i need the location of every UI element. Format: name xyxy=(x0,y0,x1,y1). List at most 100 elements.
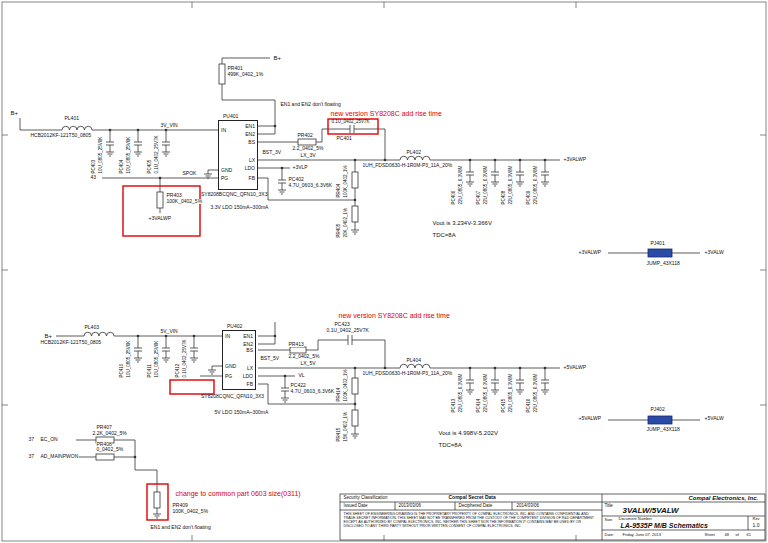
schematic-label: +3VALW xyxy=(704,250,724,255)
schematic-label: 20K_0402_1% xyxy=(344,207,349,238)
pin-name: EN2 xyxy=(243,342,253,347)
schematic-label: 3VALW/5VALW xyxy=(622,507,679,515)
schematic-label: 499K_0402_1% xyxy=(227,72,264,77)
schematic-label: THIS SHEET OF ENGINEERING DRAWING IS THE… xyxy=(343,512,599,528)
schematic-label: LA-9535P M/B Schematics xyxy=(620,522,708,529)
schematic-label: PL401 xyxy=(64,116,79,121)
schematic-label: 15K_0402_1% xyxy=(344,411,349,442)
schematic-label: PC423 xyxy=(334,322,350,327)
schematic-label: PR409 xyxy=(172,503,188,508)
schematic-label: +5VALWP xyxy=(563,365,586,370)
schematic-label: HCB2012KF-121T50_0805 xyxy=(30,133,92,138)
schematic-label: Issued Date xyxy=(343,504,368,509)
schematic-label: PC416 xyxy=(527,398,532,413)
pin-name: PG xyxy=(225,374,232,379)
schematic-label: PR403 xyxy=(166,193,182,198)
schematic-label: 43 xyxy=(90,175,97,180)
schematic-label: PC403 xyxy=(92,159,97,174)
part-designator: SY8208CQNC_QFN10_3X3 xyxy=(201,394,264,399)
schematic-label: 22U_0805_6.3V6M xyxy=(459,373,464,413)
pin-name: LX xyxy=(247,366,253,371)
schematic-label: 22U_0805_6.3V6M xyxy=(534,373,539,413)
schematic-label: PC402 xyxy=(288,177,304,182)
schematic-label: BST_3V xyxy=(262,150,282,155)
schematic-label: 2014/03/06 xyxy=(516,504,540,509)
schematic-label: B+ xyxy=(10,110,19,116)
schematic-label: PC409 xyxy=(527,190,532,205)
schematic-label: PC414 xyxy=(477,398,482,413)
pin-name: PG xyxy=(221,176,228,181)
schematic-label: PR414 xyxy=(337,387,342,402)
part-designator: PU401 xyxy=(223,114,238,119)
schematic-label: 3V_VIN xyxy=(160,123,178,128)
schematic-label: EC_ON xyxy=(40,437,58,442)
annotation-note: change to common part 0603 size(0311) xyxy=(175,490,301,497)
regulator-ic: PU401INGNDPGEN1EN2BSLXLDOFBSY8208BCQNC_Q… xyxy=(218,120,258,190)
schematic-label: 10U_0805_25V6K xyxy=(155,340,160,378)
schematic-label: PC401 xyxy=(336,136,352,141)
schematic-label: +3VALWP xyxy=(148,216,171,221)
schematic-label: PC422 xyxy=(290,383,306,388)
schematic-label: 1.0 xyxy=(752,523,760,528)
schematic-label: 100K_0402_1% xyxy=(344,165,349,198)
pin-name: LDO xyxy=(243,374,253,379)
schematic-label: Rev xyxy=(752,517,760,521)
schematic-label: 10U_0805_25V6K xyxy=(99,136,104,174)
schematic-label: PC406 xyxy=(452,190,457,205)
schematic-label: AD_MAINPWON xyxy=(40,454,79,459)
schematic-label: B+ xyxy=(273,55,282,61)
schematic-label: 2013/03/06 xyxy=(398,504,422,509)
schematic-label: PC404 xyxy=(120,159,125,174)
schematic-label: 10U_0805_25V6K xyxy=(127,136,132,174)
schematic-label: 4.7U_0603_6.3V6K xyxy=(288,183,333,188)
schematic-label: 22U_0805_6.3V6M xyxy=(534,165,539,205)
schematic-label: 0.1U_0402_25V7K xyxy=(331,120,370,125)
pin-name: EN1 xyxy=(245,124,255,129)
schematic-label: Date: xyxy=(604,533,615,537)
schematic-label: 2.2_0402_5% xyxy=(288,354,320,359)
schematic-label: +3VALWP xyxy=(578,250,601,255)
schematic-label: 5V LDO 150mA~300mA xyxy=(214,410,269,415)
schematic-label: PC412 xyxy=(176,363,181,378)
pin-name: BS xyxy=(248,140,255,145)
pin-name: BS xyxy=(246,348,253,353)
schematic-label: JUMP_43X118 xyxy=(646,427,680,432)
schematic-label: PC411 xyxy=(148,364,153,378)
schematic-label: Security Classification xyxy=(343,496,388,501)
schematic-label: Sheet xyxy=(704,533,715,537)
annotation-note: new version SY8208C add rise time xyxy=(338,312,450,319)
schematic-label: BST_5V xyxy=(260,356,280,361)
schematic-label: 0.1U_0402_25V7K xyxy=(183,339,188,378)
schematic-label: SPOK xyxy=(182,171,197,176)
schematic-label: +5VALWP xyxy=(578,416,601,421)
schematic-label: PC407 xyxy=(477,190,482,205)
schematic-label: +5VALW xyxy=(704,416,724,421)
schematic-label: PR415 xyxy=(337,427,342,442)
schematic-label: Vout is 3.234V-3.366V xyxy=(432,220,492,226)
annotation-note: new version SY8208C add rise time xyxy=(330,110,442,117)
bottom-regulator-wiring xyxy=(56,322,700,520)
schematic-label: PR402 xyxy=(297,133,313,138)
pin-name: FB xyxy=(249,176,255,181)
schematic-label: 3.3V LDO 150mA~300mA xyxy=(210,205,269,210)
schematic-label: 5V_VIN xyxy=(160,329,178,334)
schematic-label: PC410 xyxy=(120,363,125,378)
schematic-label: VL xyxy=(298,373,305,378)
schematic-label: LX_5V xyxy=(300,361,316,366)
schematic-label: 37 xyxy=(28,437,35,442)
schematic-label: 2.2_0402_5% xyxy=(292,146,324,151)
schematic-label: +3VALWP xyxy=(563,157,586,162)
schematic-label: Title xyxy=(604,504,613,509)
top-regulator-wiring xyxy=(20,58,700,257)
schematic-label: 0.1U_0402_25V7K xyxy=(326,328,369,333)
schematic-label: PR413 xyxy=(288,342,304,347)
schematic-label: PC415 xyxy=(502,398,507,413)
schematic-label: 1UH_FDSD0630-H-1R0M-P3_11A_20% xyxy=(362,371,453,376)
pin-name: GND xyxy=(225,364,236,369)
schematic-label: +3VLP xyxy=(292,165,308,170)
pin-name: FB xyxy=(247,382,253,387)
schematic-label: 22U_0805_6.3V6M xyxy=(484,373,489,413)
schematic-label: 22U_0805_6.3V6M xyxy=(459,165,464,205)
